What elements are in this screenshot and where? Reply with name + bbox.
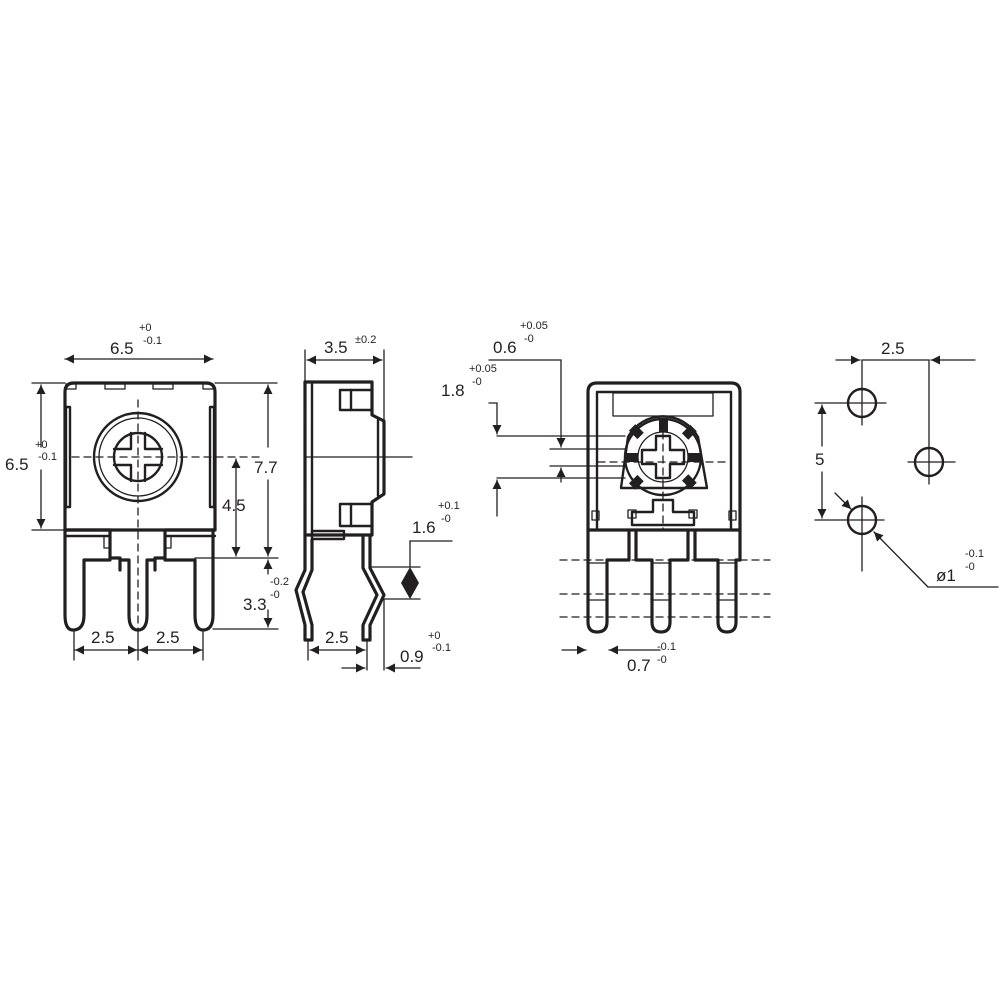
shaft-height-label: 4.5 (222, 496, 246, 515)
svg-text:-0: -0 (441, 513, 451, 525)
svg-text:-0.1: -0.1 (38, 451, 57, 463)
svg-text:-0: -0 (524, 333, 534, 345)
kink-diamond-icon (401, 567, 419, 599)
svg-text:+0: +0 (35, 439, 48, 451)
side-pin-back (361, 533, 386, 642)
pin-middle (118, 558, 157, 632)
svg-text:-0: -0 (472, 376, 482, 388)
kink-height-label: 1.6 (412, 518, 436, 537)
rear-frame-outer (586, 381, 742, 532)
svg-text:-0: -0 (270, 589, 280, 601)
side-pin-front (294, 533, 314, 642)
rear-view: 1.8 +0.05 -0 0.6 +0.05 -0 0.7 -0.1 -0 (441, 320, 771, 675)
svg-text:+0.05: +0.05 (469, 363, 497, 375)
side-depth-label: 3.5 (324, 338, 348, 357)
pin-left (63, 528, 112, 632)
front-height-label: 6.5 (5, 455, 29, 474)
side-view: 3.5 ±0.2 1.6 +0.1 -0 2.5 0.9 +0 -0.1 (294, 334, 460, 673)
svg-text:+0.1: +0.1 (438, 500, 460, 512)
svg-text:-0.2: -0.2 (270, 576, 289, 588)
svg-text:-0.1: -0.1 (432, 642, 451, 654)
pin-thickness-label: 0.9 (400, 647, 424, 666)
pcb-hole-layout: 2.5 5 ø1 -0.1 -0 (814, 339, 999, 588)
svg-text:-0.1: -0.1 (965, 548, 984, 560)
pitch-right-label: 2.5 (156, 628, 180, 647)
cross-slot-icon (112, 431, 164, 483)
pitch-left-label: 2.5 (91, 628, 115, 647)
svg-text:+0.05: +0.05 (520, 320, 548, 332)
svg-text:-0.1: -0.1 (657, 641, 676, 653)
hole-diameter-label: ø1 (936, 566, 956, 585)
rotor-width-label: 1.8 (441, 381, 465, 400)
svg-text:+0: +0 (428, 630, 441, 642)
overall-height-label: 7.7 (254, 458, 278, 477)
svg-text:-0: -0 (657, 654, 667, 666)
front-view: 6.5 +0 -0.1 6.5 +0 -0.1 7.7 4.5 3.3 -0.2… (5, 322, 289, 661)
side-pitch-label: 2.5 (325, 628, 349, 647)
svg-text:-0: -0 (965, 561, 975, 573)
pin-length-label: 3.3 (243, 595, 267, 614)
slot-width-label: 0.6 (493, 338, 517, 357)
hole-pitch-h-label: 2.5 (881, 339, 905, 358)
svg-text:+0: +0 (139, 322, 152, 334)
pin-width-label: 0.7 (627, 656, 651, 675)
rear-cross-slot-icon (640, 434, 686, 480)
svg-text:-0.1: -0.1 (143, 335, 162, 347)
hole-pitch-v-label: 5 (815, 450, 824, 469)
svg-text:±0.2: ±0.2 (355, 334, 376, 346)
front-width-label: 6.5 (110, 339, 134, 358)
pin-right (163, 528, 215, 632)
